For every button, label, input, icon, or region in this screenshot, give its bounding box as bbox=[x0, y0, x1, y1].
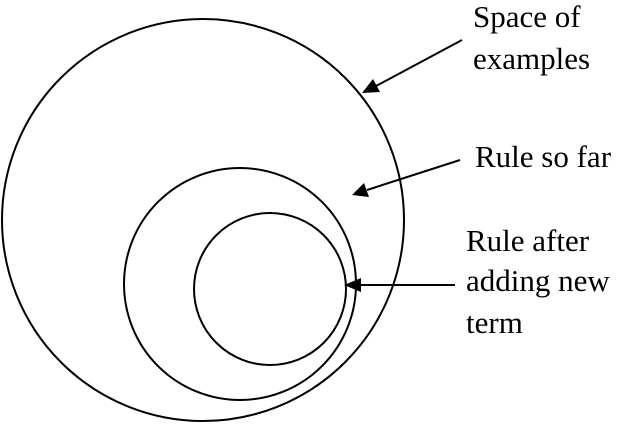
space-of-examples-label-line2: examples bbox=[473, 41, 590, 76]
space-of-examples-arrow bbox=[362, 39, 463, 93]
rule-so-far-arrow bbox=[352, 159, 461, 197]
rule-after-label-line1: Rule after bbox=[466, 223, 590, 258]
rule-so-far-label: Rule so far bbox=[475, 139, 612, 174]
space-of-examples-circle bbox=[1, 18, 405, 422]
rule-after-adding-term-circle bbox=[193, 212, 347, 366]
space-of-examples-label-line1: Space of bbox=[473, 0, 581, 34]
rule-after-adding-term-arrow bbox=[344, 278, 455, 292]
rule-so-far-circle bbox=[123, 167, 357, 401]
rule-after-label-line3: term bbox=[466, 305, 523, 340]
rule-after-label-line2: adding new bbox=[466, 263, 610, 298]
